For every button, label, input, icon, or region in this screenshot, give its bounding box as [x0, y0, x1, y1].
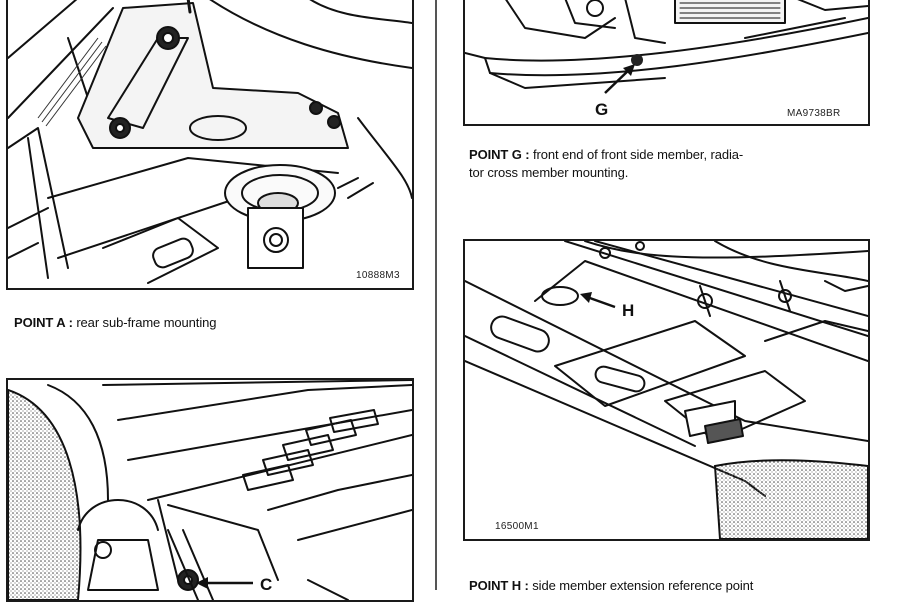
caption-h-text: side member extension reference point [532, 578, 754, 593]
figure-point-h: H 16500M1 [463, 239, 870, 541]
figure-point-h-illustration: H 16500M1 [465, 241, 868, 539]
figure-point-h-reference: 16500M1 [495, 521, 539, 532]
figure-point-a-illustration: 10888M3 [8, 0, 412, 284]
caption-g-line2: tor cross member mounting. [469, 165, 629, 180]
figure-point-c: C [6, 378, 414, 602]
caption-g-line1: front end of front side member, radia- [533, 147, 744, 162]
figure-point-g-reference: MA9738BR [787, 108, 841, 119]
figure-point-c-callout: C [260, 575, 272, 594]
caption-a-lead: POINT A : [14, 315, 73, 330]
figure-point-h-callout: H [622, 301, 634, 320]
caption-a-text: rear sub-frame mounting [76, 315, 217, 330]
caption-g-lead: POINT G : [469, 147, 530, 162]
figure-point-c-illustration: C [8, 380, 412, 600]
caption-h-lead: POINT H : [469, 578, 529, 593]
figure-point-g-illustration: G MA9738BR [465, 0, 868, 119]
figure-point-g-callout: G [595, 100, 608, 119]
figure-point-a: 10888M3 [6, 0, 414, 290]
figure-point-g-caption: POINT G : front end of front side member… [469, 146, 879, 182]
figure-point-h-caption: POINT H : side member extension referenc… [469, 577, 889, 595]
figure-point-a-caption: POINT A : rear sub-frame mounting [14, 314, 414, 332]
figure-point-a-reference: 10888M3 [356, 270, 400, 281]
figure-point-g: G MA9738BR [463, 0, 870, 126]
column-divider [435, 0, 437, 590]
